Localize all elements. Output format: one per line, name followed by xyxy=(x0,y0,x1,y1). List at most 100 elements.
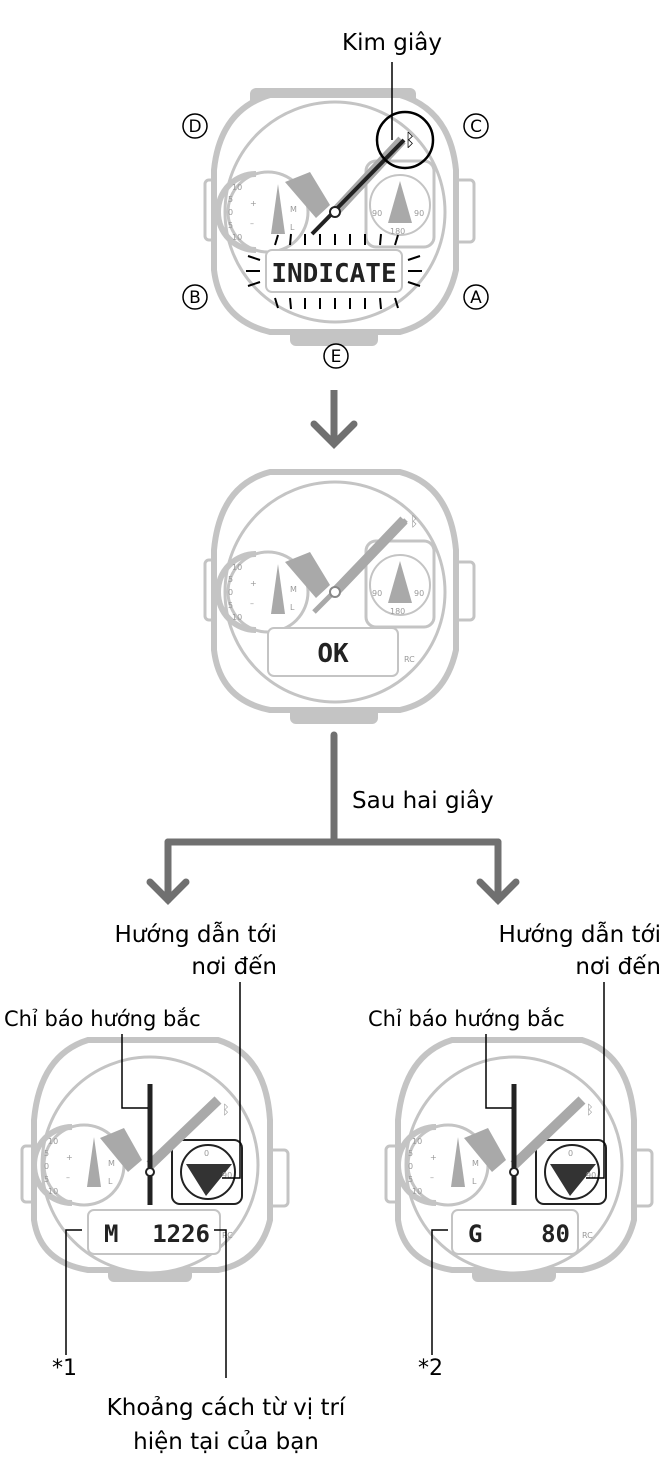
compass-subdial xyxy=(171,1139,243,1205)
hand-pivot xyxy=(145,1167,155,1177)
lcd-display xyxy=(267,627,399,677)
tick-label: 5 xyxy=(228,575,233,584)
rc-label: RC xyxy=(404,655,415,664)
tick-label: 0 xyxy=(228,208,233,217)
after-two-seconds-label: Sau hai giây xyxy=(352,788,494,814)
destination-guide-label-line1: Hướng dẫn tới xyxy=(499,920,662,948)
tick-label: L xyxy=(290,603,295,612)
compass-ticks: 0 90 xyxy=(204,1149,232,1180)
north-indicator-label: Chỉ báo hướng bắc xyxy=(4,1007,201,1031)
tick-label: 5 xyxy=(228,195,233,204)
flash-rays xyxy=(246,233,422,310)
left-dial-ticks: 10 5 0 5 10 + – M L xyxy=(408,1137,479,1196)
distance-label-line2: hiện tại của bạn xyxy=(133,1429,319,1455)
tick-label: 90 xyxy=(414,589,424,598)
hour-hand xyxy=(100,1128,142,1172)
tick-label: L xyxy=(290,223,295,232)
button-c-label: C xyxy=(470,117,482,137)
branch-connector xyxy=(146,731,520,905)
distance-label-line1: Khoảng cách từ vị trí xyxy=(107,1395,346,1421)
tick-label: 5 xyxy=(44,1149,49,1158)
tick-label: L xyxy=(472,1177,477,1186)
button-a-label: A xyxy=(470,288,482,308)
hour-hand xyxy=(285,172,330,218)
compass-ticks: 0 90 xyxy=(568,1149,596,1180)
button-b-label: B xyxy=(189,288,201,308)
button-b: B xyxy=(182,284,208,310)
lcd-value: 1226 xyxy=(152,1220,210,1248)
hour-hand xyxy=(464,1128,506,1172)
tick-label: 0 xyxy=(568,1149,573,1158)
button-d: D xyxy=(182,113,208,139)
lcd-display xyxy=(451,1209,579,1255)
left-dial-ticks: 10 5 0 5 10 + – M L xyxy=(44,1137,115,1196)
bluetooth-icon: ᛒ xyxy=(410,514,418,530)
tick-label: M xyxy=(108,1159,115,1168)
tick-label: 10 xyxy=(48,1137,58,1146)
hand-pivot xyxy=(509,1167,519,1177)
second-hand-highlight xyxy=(375,110,435,170)
tick-label: 10 xyxy=(48,1187,58,1196)
note-2-label: *2 xyxy=(418,1356,443,1381)
tick-label: M xyxy=(290,585,297,594)
lcd-text: INDICATE xyxy=(271,259,396,289)
tick-label: 90 xyxy=(586,1171,596,1180)
tick-label: 5 xyxy=(228,221,233,230)
destination-guide-label-line1: Hướng dẫn tới xyxy=(115,920,278,948)
button-e: E xyxy=(323,343,349,369)
tick-label: – xyxy=(66,1173,70,1182)
button-c: C xyxy=(463,113,489,139)
tick-label: + xyxy=(250,579,257,588)
lcd-display xyxy=(87,1209,221,1255)
second-hand xyxy=(310,138,406,236)
tick-label: M xyxy=(290,205,297,214)
right-dial-ticks: 90 90 180 xyxy=(372,589,424,616)
bluetooth-icon: ᛒ xyxy=(405,130,416,151)
tick-label: 5 xyxy=(408,1175,413,1184)
tick-label: + xyxy=(430,1153,437,1162)
tick-label: 90 xyxy=(372,209,382,218)
tick-label: 0 xyxy=(228,588,233,597)
bluetooth-icon: ᛒ xyxy=(586,1103,594,1118)
rc-label: RC xyxy=(222,1231,233,1240)
bluetooth-icon: ᛒ xyxy=(222,1103,230,1118)
hour-hand xyxy=(285,552,330,598)
tick-label: 0 xyxy=(44,1162,49,1171)
lcd-prefix: G xyxy=(468,1220,482,1248)
lcd-prefix: M xyxy=(104,1220,118,1248)
tick-label: 10 xyxy=(232,233,242,242)
lcd-value: 80 xyxy=(541,1220,570,1248)
tick-label: 10 xyxy=(412,1137,422,1146)
button-e-label: E xyxy=(331,347,342,367)
minute-hand xyxy=(146,1096,222,1169)
note-1-label: *1 xyxy=(52,1356,77,1381)
tick-label: – xyxy=(250,599,254,608)
tick-label: 5 xyxy=(44,1175,49,1184)
left-dial-ticks: 10 5 0 5 10 + – M L xyxy=(228,183,297,242)
button-d-label: D xyxy=(188,117,201,137)
tick-label: 0 xyxy=(408,1162,413,1171)
tick-label: 180 xyxy=(390,607,405,616)
lcd-display xyxy=(265,249,403,293)
button-a: A xyxy=(463,284,489,310)
tick-label: 90 xyxy=(222,1171,232,1180)
tick-label: + xyxy=(66,1153,73,1162)
destination-guide-label-line2: nơi đến xyxy=(575,954,661,980)
lcd-text: OK xyxy=(317,639,349,669)
minute-hand xyxy=(510,1096,586,1169)
watch-result-left: Hướng dẫn tới nơi đến Chỉ báo hướng bắc … xyxy=(4,920,290,1381)
rc-label: RC xyxy=(582,1231,593,1240)
tick-label: M xyxy=(472,1159,479,1168)
arrow-down-icon xyxy=(310,390,358,449)
hand-pivot xyxy=(329,206,341,218)
second-hand xyxy=(312,518,408,614)
tick-label: – xyxy=(430,1173,434,1182)
tick-label: 90 xyxy=(372,589,382,598)
tick-label: + xyxy=(250,199,257,208)
destination-guide-label-line2: nơi đến xyxy=(191,954,277,980)
tick-label: – xyxy=(250,219,254,228)
tick-label: 10 xyxy=(412,1187,422,1196)
right-dial-ticks: 90 90 180 xyxy=(372,209,424,236)
tick-label: 180 xyxy=(390,227,405,236)
